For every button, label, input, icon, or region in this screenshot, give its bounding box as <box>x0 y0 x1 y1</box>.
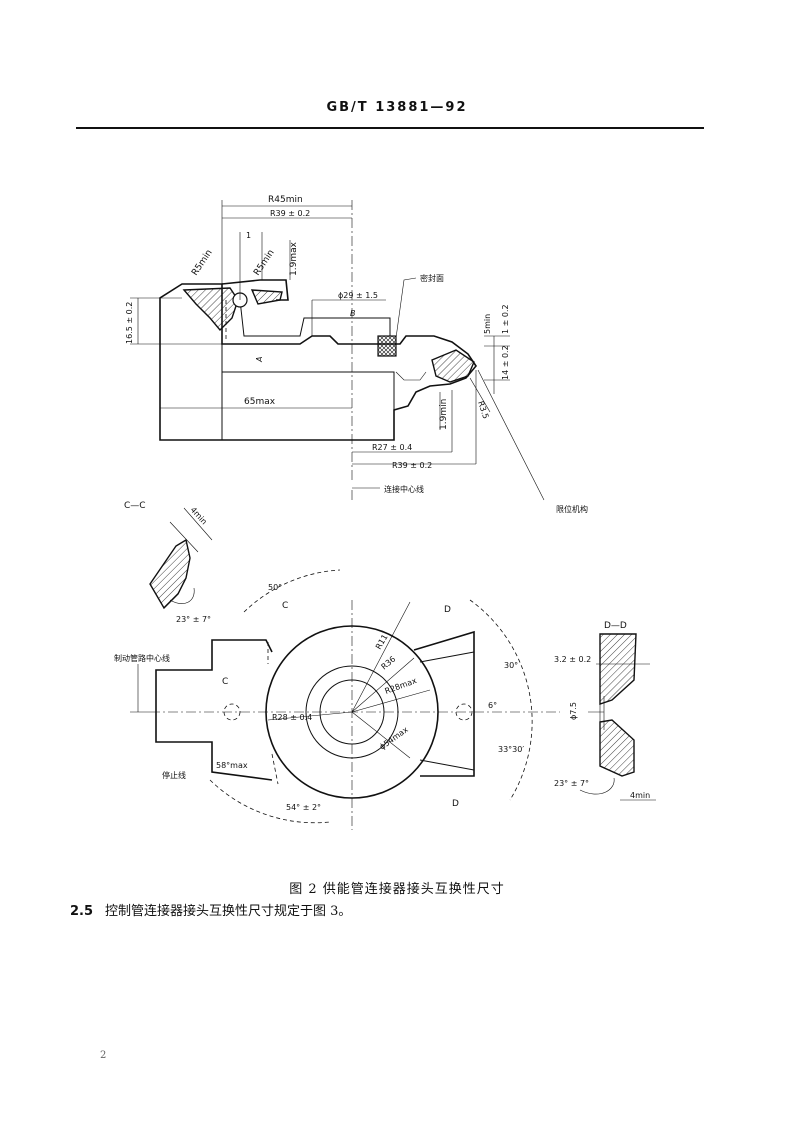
label-65max: 65max <box>244 397 276 407</box>
label-r28: R28 ± 0.4 <box>272 713 312 722</box>
section-view <box>130 200 545 501</box>
label-1-9min: 1.9min <box>439 399 449 430</box>
label-r5min-b: R5min <box>252 248 276 278</box>
section-cc-title: C—C <box>124 501 146 511</box>
label-d54max: ϕ54max <box>378 725 410 752</box>
figure-caption: 图 2 供能管连接器接头互换性尺寸 <box>289 882 505 897</box>
label-r28max: R28max <box>384 676 418 696</box>
mark-c-left: C <box>222 677 228 687</box>
clause-text: 控制管连接器接头互换性尺寸规定于图 3。 <box>105 904 352 919</box>
page-number: 2 <box>100 1050 107 1061</box>
label-r39-top: R39 ± 0.2 <box>270 209 310 218</box>
figure-2-drawing: R45min R39 ± 0.2 R5min R5min 1 1.9max 密封… <box>114 195 656 830</box>
label-58max: 58°max <box>216 761 248 770</box>
section-dd-title: D—D <box>604 621 627 631</box>
label-1-0-2: 1 ± 0.2 <box>501 304 510 334</box>
label-r45min: R45min <box>268 195 303 205</box>
label-14: 14 ± 0.2 <box>501 345 510 380</box>
label-d7-5: ϕ7.5 <box>569 702 578 720</box>
label-b: B <box>350 309 356 318</box>
clause-number: 2.5 <box>70 904 94 919</box>
label-r11: R11 <box>374 633 390 651</box>
mark-d-top: D <box>444 605 451 615</box>
label-r27: R27 ± 0.4 <box>372 443 412 452</box>
label-54deg: 54° ± 2° <box>286 803 321 812</box>
label-33-30: 33°30′ <box>498 745 524 754</box>
label-r3-5: R3.5 <box>476 400 490 420</box>
label-23-cc: 23° ± 7° <box>176 615 211 624</box>
clause-2-5: 2.5 控制管连接器接头互换性尺寸规定于图 3。 <box>70 900 351 919</box>
label-4min-dd: 4min <box>630 791 650 800</box>
label-5min: 5min <box>483 314 492 334</box>
mark-c-top: C <box>282 601 288 611</box>
label-r39-bot: R39 ± 0.2 <box>392 461 432 470</box>
label-d29: ϕ29 ± 1.5 <box>338 291 378 300</box>
label-one: 1 <box>246 231 251 240</box>
label-4min-cc: 4min <box>189 505 209 526</box>
label-limit-mechanism: 限位机构 <box>556 504 588 514</box>
label-seal-face: 密封面 <box>420 273 444 283</box>
section-cc <box>149 507 213 610</box>
header-rule <box>76 127 704 129</box>
label-stop-line: 停止线 <box>162 770 186 780</box>
label-a: A <box>255 357 264 363</box>
label-6deg: 6° <box>488 701 497 710</box>
label-brake-centerline: 制动管路中心线 <box>114 653 170 663</box>
front-view <box>130 569 560 830</box>
label-r36: R36 <box>380 655 398 672</box>
standard-header: GB/T 13881—92 <box>326 100 468 115</box>
section-dd <box>579 633 656 801</box>
label-30deg: 30° <box>504 661 518 670</box>
mark-d-bottom: D <box>452 799 459 809</box>
label-50deg: 50° <box>268 583 282 592</box>
label-r5min-a: R5min <box>190 248 214 278</box>
label-16-5: 16.5 ± 0.2 <box>125 302 134 344</box>
label-23-dd: 23° ± 7° <box>554 779 589 788</box>
label-1-9max: 1.9max <box>289 241 299 276</box>
label-connect-centerline: 连接中心线 <box>384 484 424 494</box>
label-3-2: 3.2 ± 0.2 <box>554 655 591 664</box>
